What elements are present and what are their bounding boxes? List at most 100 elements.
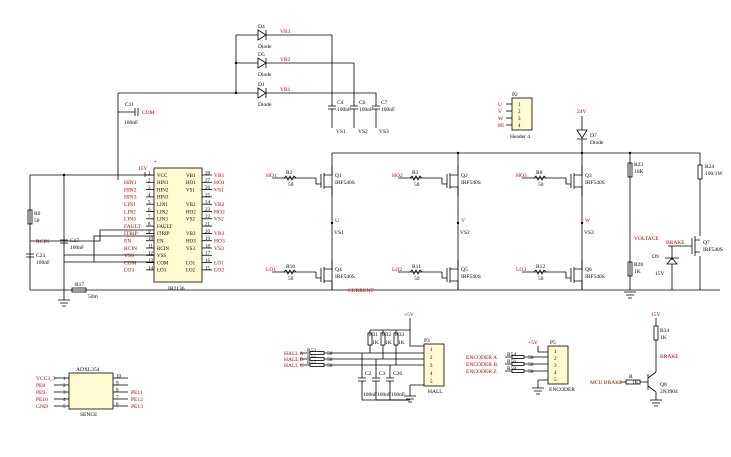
driver-left-pin-net: RCIN bbox=[124, 246, 137, 252]
accel-left-net: PE8 bbox=[36, 383, 45, 389]
encoder-pin-num: 3 bbox=[554, 364, 557, 369]
phase-label: W bbox=[585, 218, 591, 224]
hall-cap-value: 100nF bbox=[377, 392, 391, 398]
driver-right-pin-net: VB3 bbox=[214, 231, 225, 237]
driver-right-pin-label: LO1 bbox=[186, 261, 196, 266]
accel-left-num: 5 bbox=[63, 405, 66, 410]
accel-right-net: PE13 bbox=[131, 404, 143, 410]
driver-left-pin-net: HIN2 bbox=[124, 187, 137, 193]
mosfet-part: IRF540S bbox=[335, 180, 355, 186]
c23-ref: C23 bbox=[36, 253, 45, 259]
hall-line-r: R55 bbox=[307, 354, 316, 360]
hall-cap-value: 100nF bbox=[363, 392, 377, 398]
driver-left-pin-label: LIN2 bbox=[157, 210, 168, 215]
driver-right-pin-num: 16 bbox=[205, 259, 211, 264]
mosfet-ref: Q6 bbox=[585, 267, 592, 273]
hall-cap-ref: C2 bbox=[365, 371, 372, 377]
driver-left-pin-net: COM bbox=[124, 260, 137, 266]
driver-right-pin-num: 24 bbox=[205, 201, 211, 206]
gate-r-value: 50 bbox=[288, 276, 294, 282]
brake-driver: 15V R34 1K BRAKE MCU BRAKE R 1K Q8 2N390… bbox=[590, 312, 679, 407]
current-net: CURRENT bbox=[348, 288, 374, 294]
driver-right-pin-num: 18 bbox=[205, 244, 211, 249]
driver-left-pin-label: COM bbox=[157, 261, 169, 266]
q7-part: IRF540S bbox=[703, 247, 723, 253]
mosfet-part: IRF540S bbox=[461, 180, 481, 186]
driver-ref: IR2136 bbox=[168, 286, 185, 292]
hall-cap-ref: C26 bbox=[393, 371, 402, 377]
driver-right-pin-num: 27 bbox=[205, 179, 211, 184]
encoder-series-resistor bbox=[511, 355, 525, 359]
gate-r-ref: R3 bbox=[412, 170, 419, 176]
hall-5v: +5V bbox=[404, 312, 414, 318]
accel-left-num: 1 bbox=[63, 377, 66, 382]
driver-left-pin-label: RCIN bbox=[157, 247, 169, 252]
phase-vs: VS2 bbox=[460, 230, 470, 236]
encoder-line-net: ENCODER B bbox=[466, 362, 497, 368]
gate-resistor bbox=[283, 175, 297, 181]
net-vs3-cap: VS3 bbox=[379, 129, 389, 135]
r34-ref: R34 bbox=[660, 328, 669, 334]
gate-r-ref: R2 bbox=[286, 170, 293, 176]
hall-cap bbox=[372, 359, 410, 401]
accel-name: SENCE bbox=[80, 412, 98, 418]
driver-left-pin-net: HIN3 bbox=[124, 195, 137, 201]
driver-left-pin-label: VSS bbox=[157, 254, 166, 259]
gate-net: LO3 bbox=[516, 267, 526, 273]
driver-right-pin-net: LO1 bbox=[214, 260, 224, 266]
hall-pullup-value: 1K bbox=[398, 340, 405, 346]
driver-right-pin-num: 25 bbox=[205, 193, 211, 198]
hall-pullup-ref: R33 bbox=[395, 332, 404, 338]
r28-ref: R28 bbox=[634, 262, 643, 268]
encoder-line-net: ENCODER Z bbox=[466, 369, 497, 375]
hall-pin-num: 1 bbox=[430, 348, 433, 353]
hall-pullup-value: 1K bbox=[385, 340, 392, 346]
driver-left-pin-label: ITRIP bbox=[157, 232, 170, 237]
p2-pin-net: W bbox=[498, 116, 504, 122]
driver-right-pin-net: VS2 bbox=[214, 217, 224, 223]
driver-right-pin-label: VB1 bbox=[186, 174, 196, 179]
driver-left-pin-net: EN bbox=[124, 239, 131, 245]
gate-r-value: 50 bbox=[288, 182, 294, 188]
net-vb3: VB3 bbox=[280, 29, 291, 35]
hall-series-resistor bbox=[309, 351, 325, 355]
hall-line-rv: 50 bbox=[327, 351, 333, 357]
accel-right-num: 6 bbox=[116, 403, 119, 408]
accel-right-num: 7 bbox=[116, 396, 119, 401]
d7-ref: D7 bbox=[590, 133, 597, 139]
driver-left-pin-label: HIN1 bbox=[157, 181, 169, 186]
voltage-net: VOLTAGE bbox=[634, 236, 660, 242]
gate-r-value: 50 bbox=[414, 276, 420, 282]
driver-left-pin-label: LO3 bbox=[157, 269, 167, 274]
driver-left-pin-num: 13 bbox=[148, 259, 154, 264]
encoder-series-resistor bbox=[511, 362, 525, 366]
phase-vs: VS1 bbox=[334, 230, 344, 236]
hall-cap bbox=[386, 365, 410, 401]
r-in-ref: R bbox=[629, 374, 633, 380]
r17-ref: R17 bbox=[75, 282, 84, 288]
p2-pin-num: 1 bbox=[518, 103, 521, 108]
driver-right-pin-net: VB1 bbox=[214, 173, 225, 179]
accel-ref: ADXL354 bbox=[76, 367, 100, 373]
gate-r-value: 50 bbox=[538, 276, 544, 282]
driver-right-pin-label: VB3 bbox=[186, 232, 196, 237]
hall-series-resistor bbox=[309, 363, 325, 367]
mosfet-symbol bbox=[315, 260, 333, 290]
brake-drv-15v: 15V bbox=[651, 312, 661, 318]
accel-left-num: 3 bbox=[63, 391, 66, 396]
hall-pin-num: 5 bbox=[430, 380, 433, 385]
net-vs2-cap: VS2 bbox=[358, 129, 368, 135]
gate-r-ref: R8 bbox=[536, 170, 543, 176]
encoder-name: ENCODER bbox=[549, 387, 575, 393]
driver-right-pin-num: 22 bbox=[205, 215, 211, 220]
p2-pin-num: 3 bbox=[518, 117, 521, 122]
hall-line-rv: 50 bbox=[327, 363, 333, 369]
encoder-line-net: ENCODER A bbox=[466, 355, 497, 361]
hall-pullup-ref: R31 bbox=[369, 332, 378, 338]
driver-left-pin-num: 8 bbox=[148, 223, 151, 228]
brake-drv-net: BRAKE bbox=[660, 354, 679, 360]
accel-right-net: PE11 bbox=[131, 390, 143, 396]
driver-left-pin-num: 10 bbox=[148, 237, 154, 242]
driver-right-pin-label: HO3 bbox=[186, 240, 196, 245]
